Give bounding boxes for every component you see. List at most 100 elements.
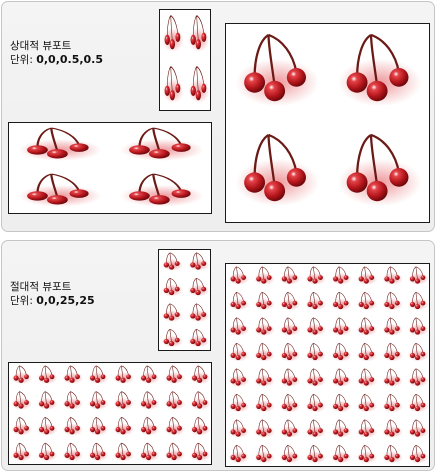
cherry-cluster-icon — [187, 14, 210, 53]
cherry-cluster-icon — [113, 365, 135, 385]
cherry-cluster-icon — [87, 417, 109, 436]
cherry-cluster-icon — [253, 342, 276, 362]
cherry-cluster-icon — [161, 277, 184, 297]
cherry-cluster-icon — [187, 277, 210, 297]
cherry-cluster-icon — [330, 317, 353, 337]
cherry-cluster-icon — [279, 291, 301, 311]
cherry-cluster-icon — [253, 444, 276, 464]
cherry-cluster-icon — [356, 393, 378, 413]
cherry-cluster-icon — [279, 393, 301, 413]
cherry-cluster-icon — [164, 417, 186, 436]
cherry-cluster-icon — [228, 444, 250, 464]
cherry-cluster-icon — [228, 419, 250, 439]
cherry-cluster-icon — [304, 444, 327, 464]
cherry-cluster-icon — [62, 365, 84, 385]
cherry-cluster-icon — [164, 391, 186, 411]
cherry-cluster-icon — [228, 342, 250, 362]
cherry-cluster-icon — [381, 342, 404, 362]
cherry-cluster-icon — [189, 417, 211, 436]
cherry-cluster-icon — [304, 342, 327, 362]
cherry-pattern — [161, 14, 210, 104]
cherry-cluster-icon — [228, 393, 250, 413]
cherry-pattern — [228, 266, 429, 464]
cherry-cluster-icon — [187, 252, 210, 272]
cherry-cluster-icon — [119, 126, 205, 162]
cherry-cluster-icon — [279, 266, 301, 286]
cherry-cluster-icon — [161, 303, 184, 323]
cherry-cluster-icon — [381, 419, 404, 439]
cherry-cluster-icon — [228, 291, 250, 311]
cherry-cluster-icon — [87, 391, 109, 411]
cherry-cluster-icon — [253, 419, 276, 439]
cherry-cluster-icon — [189, 391, 211, 411]
cherry-cluster-icon — [330, 419, 353, 439]
cherry-cluster-icon — [11, 442, 33, 462]
cherry-cluster-icon — [36, 391, 58, 411]
cherry-cluster-icon — [304, 368, 327, 388]
cherry-cluster-icon — [62, 417, 84, 436]
cherry-cluster-icon — [407, 444, 429, 464]
cherry-cluster-icon — [330, 266, 353, 286]
cherry-cluster-icon — [279, 419, 301, 439]
absolute-unit-line: 단위: 0,0,25,25 — [10, 294, 95, 308]
cherry-cluster-icon — [253, 368, 276, 388]
cherry-cluster-icon — [161, 65, 185, 104]
cherry-cluster-icon — [407, 266, 429, 286]
cherry-cluster-icon — [113, 391, 135, 411]
cherry-cluster-icon — [330, 291, 353, 311]
cherry-cluster-icon — [407, 342, 429, 362]
cherry-cluster-icon — [336, 33, 423, 108]
cherry-cluster-icon — [17, 126, 103, 162]
cherry-cluster-icon — [87, 365, 109, 385]
cherry-cluster-icon — [253, 266, 276, 286]
relative-tall-tile-box — [159, 9, 211, 111]
cherry-cluster-icon — [279, 444, 301, 464]
cherry-cluster-icon — [17, 172, 103, 208]
cherry-cluster-icon — [36, 442, 58, 462]
absolute-caption: 절대적 뷰포트 단위: 0,0,25,25 — [10, 281, 95, 308]
cherry-cluster-icon — [407, 393, 429, 413]
relative-viewport-panel: 상대적 뷰포트 단위: 0,0,0.5,0.5 — [1, 1, 435, 232]
cherry-cluster-icon — [279, 368, 301, 388]
absolute-square-tile-box — [225, 263, 430, 467]
cherry-cluster-icon — [187, 303, 210, 323]
cherry-cluster-icon — [113, 442, 135, 462]
cherry-cluster-icon — [407, 291, 429, 311]
cherry-cluster-icon — [187, 65, 210, 104]
absolute-unit-value: 0,0,25,25 — [36, 294, 95, 307]
cherry-cluster-icon — [228, 266, 250, 286]
absolute-viewport-panel: 절대적 뷰포트 단위: 0,0,25,25 — [1, 240, 435, 471]
relative-heading: 상대적 뷰포트 — [10, 40, 72, 52]
cherry-cluster-icon — [381, 368, 404, 388]
cherry-cluster-icon — [330, 342, 353, 362]
cherry-cluster-icon — [356, 291, 378, 311]
cherry-cluster-icon — [138, 442, 160, 462]
cherry-cluster-icon — [138, 391, 160, 411]
cherry-cluster-icon — [253, 317, 276, 337]
cherry-cluster-icon — [228, 368, 250, 388]
cherry-cluster-icon — [138, 365, 160, 385]
cherry-cluster-icon — [11, 391, 33, 411]
relative-square-tile-box — [225, 23, 430, 223]
cherry-cluster-icon — [279, 317, 301, 337]
cherry-cluster-icon — [138, 417, 160, 436]
cherry-cluster-icon — [279, 342, 301, 362]
relative-wide-tile-box — [8, 122, 212, 214]
cherry-cluster-icon — [356, 368, 378, 388]
cherry-cluster-icon — [228, 317, 250, 337]
relative-unit-label: 단위: — [10, 54, 33, 66]
cherry-cluster-icon — [36, 417, 58, 436]
cherry-pattern — [17, 126, 205, 208]
cherry-cluster-icon — [304, 419, 327, 439]
cherry-cluster-icon — [234, 133, 321, 208]
cherry-cluster-icon — [234, 33, 321, 108]
cherry-cluster-icon — [62, 442, 84, 462]
cherry-cluster-icon — [189, 442, 211, 462]
cherry-cluster-icon — [189, 365, 211, 385]
cherry-cluster-icon — [161, 328, 184, 348]
cherry-cluster-icon — [11, 417, 33, 436]
cherry-cluster-icon — [330, 444, 353, 464]
cherry-cluster-icon — [113, 417, 135, 436]
absolute-unit-label: 단위: — [10, 295, 33, 307]
cherry-cluster-icon — [407, 368, 429, 388]
